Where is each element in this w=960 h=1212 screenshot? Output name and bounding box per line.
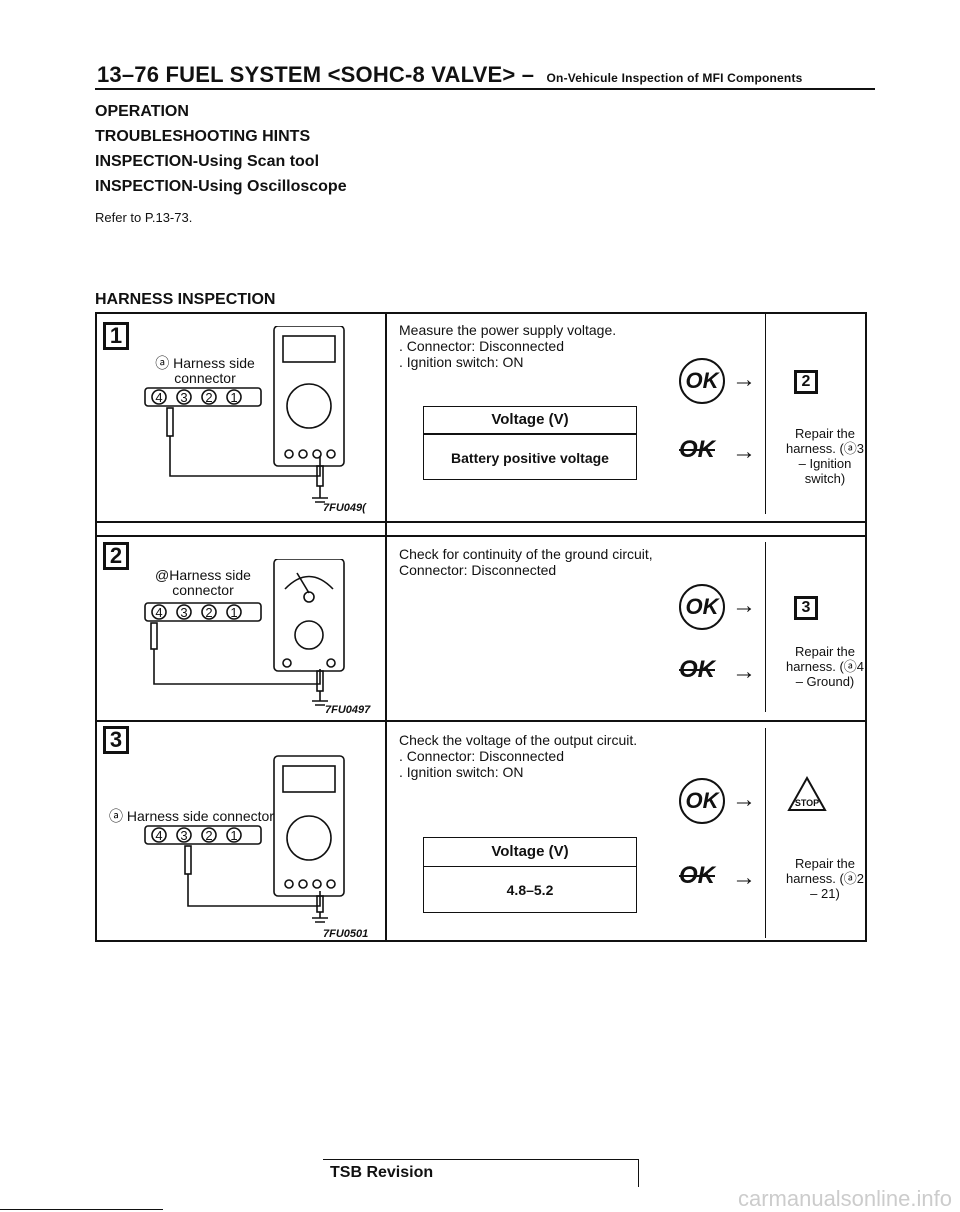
svg-text:2: 2 xyxy=(205,605,212,620)
column-divider xyxy=(765,728,766,938)
svg-text:2: 2 xyxy=(205,390,212,405)
arrow-right-icon: → xyxy=(732,786,756,813)
bottom-rule xyxy=(0,1209,163,1210)
reference-text: Refer to P.13-73. xyxy=(95,210,193,225)
svg-text:STOP: STOP xyxy=(795,798,819,808)
figure-id: 7FU049( xyxy=(323,502,366,514)
svg-text:3: 3 xyxy=(180,390,187,405)
ok-badge: OK xyxy=(679,584,725,630)
ng-badge: OK xyxy=(679,862,715,889)
repair-note: Repair the harness. (ⓐ2 – 21) xyxy=(785,856,865,901)
arrow-right-icon: → xyxy=(732,438,756,465)
column-divider xyxy=(765,542,766,712)
svg-text:1: 1 xyxy=(230,828,237,843)
svg-text:4: 4 xyxy=(155,390,162,405)
watermark: carmanualsonline.info xyxy=(737,1186,952,1211)
ohmmeter-diagram-2: 4 3 2 1 xyxy=(144,559,345,706)
column-divider xyxy=(765,314,766,514)
figure-id: 7FU0497 xyxy=(325,704,371,716)
multimeter-diagram-1: 4 3 2 1 xyxy=(144,326,345,503)
svg-text:4: 4 xyxy=(155,605,162,620)
heading-troubleshooting: TROUBLESHOOTING HINTS xyxy=(95,128,311,145)
section-title: HARNESS INSPECTION xyxy=(95,291,276,308)
step-description: Check for continuity of the ground circu… xyxy=(399,546,653,578)
connector-label: @Harness side connector xyxy=(155,567,251,598)
header-subtitle: On-Vehicule Inspection of MFI Components xyxy=(546,71,803,85)
ok-badge: OK xyxy=(679,358,725,404)
tsb-revision-label: TSB Revision xyxy=(330,1164,434,1181)
voltage-table: Voltage (V) Battery positive voltage xyxy=(423,406,637,480)
voltage-table-header: Voltage (V) xyxy=(424,407,636,435)
header-rule xyxy=(95,88,875,90)
row-divider xyxy=(97,521,865,523)
heading-scan-tool: INSPECTION-Using Scan tool xyxy=(95,153,320,170)
heading-oscilloscope: INSPECTION-Using Oscilloscope xyxy=(95,178,347,195)
row-divider xyxy=(97,720,865,722)
voltage-table-value: Battery positive voltage xyxy=(451,450,609,466)
connector-label: ⓐ Harness side connector xyxy=(109,808,274,824)
svg-text:4: 4 xyxy=(155,828,162,843)
column-divider xyxy=(385,314,387,940)
svg-text:1: 1 xyxy=(230,605,237,620)
multimeter-diagram-3: 4 3 2 1 xyxy=(144,755,345,923)
step-number-2: 2 xyxy=(103,542,129,570)
arrow-right-icon: → xyxy=(732,658,756,685)
arrow-right-icon: → xyxy=(732,864,756,891)
voltage-table-value: 4.8–5.2 xyxy=(506,882,554,898)
connector-label: ⓐ Harness side connector xyxy=(155,355,255,386)
stop-icon: STOP xyxy=(787,775,827,811)
ng-badge: OK xyxy=(679,436,715,463)
figure-id: 7FU0501 xyxy=(323,928,369,940)
voltage-table-header: Voltage (V) xyxy=(424,838,636,867)
next-step-box: 2 xyxy=(794,370,818,394)
svg-text:2: 2 xyxy=(205,828,212,843)
arrow-right-icon: → xyxy=(732,592,756,619)
repair-note: Repair the harness. (ⓐ4 – Ground) xyxy=(785,644,865,689)
repair-note: Repair the harness. (ⓐ3 – Ignition switc… xyxy=(785,426,865,486)
next-step-box: 3 xyxy=(794,596,818,620)
step-description: Check the voltage of the output circuit.… xyxy=(399,732,638,780)
arrow-right-icon: → xyxy=(732,366,756,393)
svg-text:1: 1 xyxy=(230,390,237,405)
ng-badge: OK xyxy=(679,656,715,683)
svg-text:3: 3 xyxy=(180,828,187,843)
ok-badge: OK xyxy=(679,778,725,824)
voltage-table: Voltage (V) 4.8–5.2 xyxy=(423,837,637,913)
step-number-3: 3 xyxy=(103,726,129,754)
svg-text:3: 3 xyxy=(180,605,187,620)
footer-box xyxy=(323,1159,639,1187)
heading-operation: OPERATION xyxy=(95,103,189,120)
row-divider xyxy=(97,535,865,537)
step-description: Measure the power supply voltage. . Conn… xyxy=(399,322,617,370)
step-number-1: 1 xyxy=(103,322,129,350)
page-header: 13–76 FUEL SYSTEM <SOHC-8 VALVE> – On-Ve… xyxy=(97,62,803,88)
header-title: 13–76 FUEL SYSTEM <SOHC-8 VALVE> – xyxy=(97,62,535,87)
